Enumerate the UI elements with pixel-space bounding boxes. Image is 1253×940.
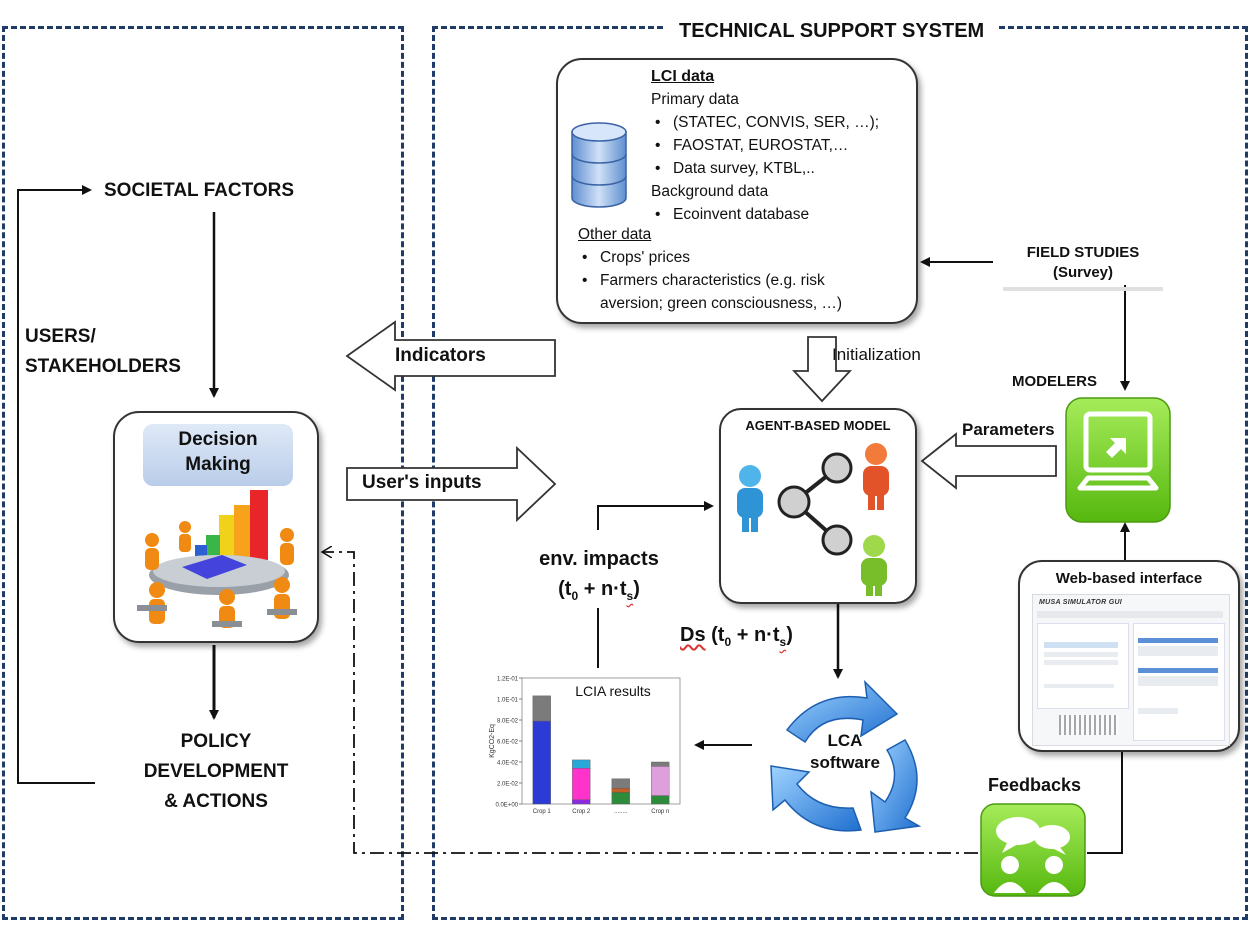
- computer-icon: [1065, 397, 1171, 523]
- lci-other-section: Other data Crops' prices Farmers charact…: [578, 224, 913, 315]
- orange-agent-icon: [863, 443, 889, 510]
- primary-data-list: (STATEC, CONVIS, SER, …); FAOSTAT, EUROS…: [651, 111, 916, 180]
- other-item: Crops' prices: [578, 246, 913, 269]
- users-inputs-label: User's inputs: [362, 472, 482, 493]
- chart-bar-segment: [572, 768, 591, 801]
- chart-bar-segment: [651, 761, 670, 767]
- decision-making-box: Decision Making: [113, 411, 319, 643]
- primary-item: Data survey, KTBL,..: [651, 157, 916, 180]
- other-data-list: Crops' prices Farmers characteristics (e…: [578, 246, 913, 292]
- lcia-chart: 0.0E+00 2.0E-02 4.0E-02 6.0E-02 8.0E-02 1.0E-…: [489, 677, 681, 815]
- web-app-name: MUSA SIMULATOR GUI: [1039, 599, 1123, 606]
- env-impacts-line-1: env. impacts: [539, 548, 659, 570]
- users-inputs-arrow: [346, 446, 557, 523]
- field-studies-label: FIELD STUDIES (Survey): [1003, 243, 1163, 291]
- ds-label: Ds: [680, 624, 706, 646]
- agents-network-icon: [737, 443, 889, 596]
- background-data-heading: Background data: [651, 183, 769, 200]
- agent-based-model-box: AGENT-BASED MODEL: [719, 408, 917, 604]
- chart-bar-segment: [572, 759, 591, 769]
- y-tick-label: 0.0E+00: [495, 803, 518, 809]
- web-left-panel: [1037, 623, 1129, 709]
- decision-making-title-2: Making: [185, 454, 251, 475]
- decision-making-header: Decision Making: [143, 424, 293, 486]
- technical-support-title: TECHNICAL SUPPORT SYSTEM: [665, 20, 999, 43]
- other-item-continuation: aversion; green consciousness, …): [600, 295, 843, 312]
- modelers-label: MODELERS: [1012, 373, 1098, 390]
- x-tick-label: Crop 2: [572, 809, 591, 815]
- other-item: Farmers characteristics (e.g. risk: [578, 269, 913, 292]
- chart-bar-segment: [651, 795, 670, 805]
- x-tick-label: Crop 1: [533, 809, 552, 815]
- web-interface-box: Web-based interface MUSA SIMULATOR GUI: [1018, 560, 1240, 752]
- lci-title: LCI data: [651, 68, 715, 85]
- policy-label-2: DEVELOPMENT: [143, 761, 289, 782]
- x-tick-label: Crop n: [651, 809, 669, 815]
- database-icon: [571, 122, 627, 208]
- other-data-heading: Other data: [578, 226, 652, 243]
- web-interface-title: Web-based interface: [1055, 570, 1203, 587]
- env-impacts-to-abm-line: [597, 501, 714, 530]
- decision-making-title-1: Decision: [178, 429, 258, 450]
- primary-item: (STATEC, CONVIS, SER, …);: [651, 111, 916, 134]
- background-data-list: Ecoinvent database: [651, 203, 916, 226]
- web-right-panel: [1133, 623, 1225, 741]
- lca-software-label: LCA software: [800, 730, 890, 774]
- blue-agent-icon: [737, 465, 763, 532]
- initialization-label: Initialization: [832, 345, 921, 364]
- lci-primary-section: LCI data Primary data (STATEC, CONVIS, S…: [651, 66, 916, 226]
- y-tick-label: 1.2E-01: [497, 677, 519, 683]
- y-tick-label: 2.0E-02: [497, 782, 519, 788]
- field-studies-line-2: (Survey): [1052, 264, 1114, 281]
- indicators-label: Indicators: [395, 345, 486, 366]
- web-to-feedback-line: [1087, 752, 1123, 854]
- policy-label-1: POLICY: [180, 731, 252, 752]
- lca-line-1: LCA: [827, 731, 863, 750]
- feedbacks-label: Feedbacks: [988, 775, 1082, 795]
- parameters-arrow: [920, 432, 1057, 490]
- primary-data-heading: Primary data: [651, 91, 739, 108]
- chart-bar-segment: [611, 788, 630, 793]
- y-tick-label: 6.0E-02: [497, 740, 519, 746]
- y-tick-label: 8.0E-02: [497, 719, 519, 725]
- web-logo-strip: [1059, 715, 1119, 735]
- env-impacts-label: env. impacts (t0 + n·ts): [518, 544, 680, 611]
- indicators-arrow: [345, 320, 556, 392]
- societal-factors-label: SOCIETAL FACTORS: [104, 180, 295, 201]
- users-stakeholders-label-1: USERS/: [25, 326, 96, 347]
- lca-recycle-icon: [770, 680, 922, 833]
- y-tick-label: 4.0E-02: [497, 761, 519, 767]
- feedback-chat-icon: [980, 803, 1086, 897]
- chart-bar-segment: [651, 765, 670, 796]
- web-nav-bar: [1037, 611, 1223, 618]
- chart-bar-segment: [611, 792, 630, 805]
- lca-line-2: software: [810, 753, 880, 772]
- policy-label-3: & ACTIONS: [164, 791, 268, 812]
- users-stakeholders-label-2: STAKEHOLDERS: [25, 356, 181, 377]
- initialization-arrow: [792, 336, 852, 403]
- meeting-illustration-icon: [137, 490, 297, 628]
- background-item: Ecoinvent database: [651, 203, 916, 226]
- ds-formula: Ds (t0 + n·ts): [680, 624, 793, 649]
- y-axis-label: KgCO2-Eq: [489, 724, 496, 758]
- web-interface-screenshot: MUSA SIMULATOR GUI: [1032, 594, 1230, 746]
- field-studies-line-1: FIELD STUDIES: [1026, 244, 1140, 261]
- x-tick-label: ........: [614, 809, 628, 815]
- parameters-label: Parameters: [962, 420, 1055, 439]
- chart-bar-segment: [532, 720, 551, 805]
- chart-bar-segment: [611, 778, 630, 789]
- abm-title: AGENT-BASED MODEL: [745, 418, 891, 433]
- y-tick-label: 1.0E-01: [497, 698, 519, 704]
- policy-loop-line: [17, 185, 95, 784]
- chart-bar-segment: [532, 695, 551, 722]
- chart-bar-segment: [572, 799, 591, 805]
- primary-item: FAOSTAT, EUROSTAT,…: [651, 134, 916, 157]
- env-impacts-formula: (t0 + n·ts): [558, 578, 640, 603]
- lci-data-box: LCI data Primary data (STATEC, CONVIS, S…: [556, 58, 918, 324]
- chart-title: LCIA results: [575, 683, 650, 699]
- green-agent-icon: [861, 535, 887, 596]
